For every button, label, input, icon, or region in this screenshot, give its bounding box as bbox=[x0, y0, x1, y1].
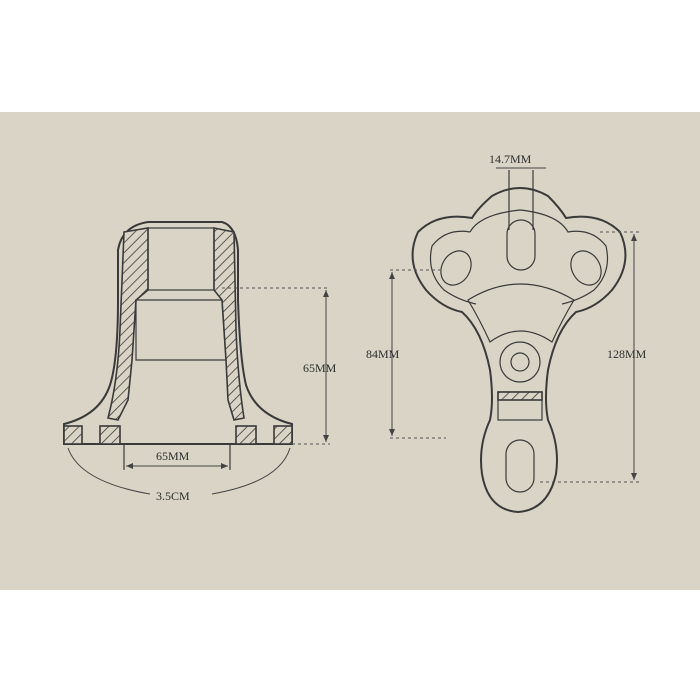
upper-bore bbox=[147, 227, 215, 291]
plate-outline bbox=[411, 187, 627, 514]
dim-base-arc-right bbox=[211, 447, 291, 495]
plate-inner-contour bbox=[429, 209, 609, 305]
left-wall-section bbox=[107, 227, 149, 421]
lower-bar-band bbox=[497, 391, 543, 401]
rigging-plate-view: 14.7MM 84MM 128MM bbox=[366, 152, 647, 514]
dim-base-arc-left bbox=[67, 447, 151, 495]
center-ring bbox=[499, 341, 541, 383]
dim-slot-label: 14.7MM bbox=[489, 152, 532, 166]
arched-window bbox=[467, 283, 575, 343]
flange-left-outer bbox=[63, 425, 83, 445]
dim-inner-label: 65MM bbox=[156, 449, 190, 463]
dim-mid-label: 84MM bbox=[366, 347, 400, 361]
right-wall-section bbox=[213, 227, 245, 421]
flange-right-outer bbox=[273, 425, 293, 445]
right-side-hole bbox=[570, 250, 602, 286]
center-hole bbox=[510, 352, 530, 372]
top-slot bbox=[506, 219, 536, 271]
hanger-section-view: 65MM 65MM 3.5CM bbox=[63, 221, 337, 503]
left-side-hole bbox=[440, 250, 472, 286]
inner-chamber bbox=[135, 299, 227, 361]
dim-total-label: 128MM bbox=[607, 347, 647, 361]
hanger-outline bbox=[63, 221, 293, 445]
bottom-slot bbox=[505, 439, 535, 493]
flange-left-inner bbox=[99, 425, 121, 445]
dim-height-label: 65MM bbox=[303, 361, 337, 375]
flange-right-inner bbox=[235, 425, 257, 445]
dim-base-label: 3.5CM bbox=[156, 489, 190, 503]
